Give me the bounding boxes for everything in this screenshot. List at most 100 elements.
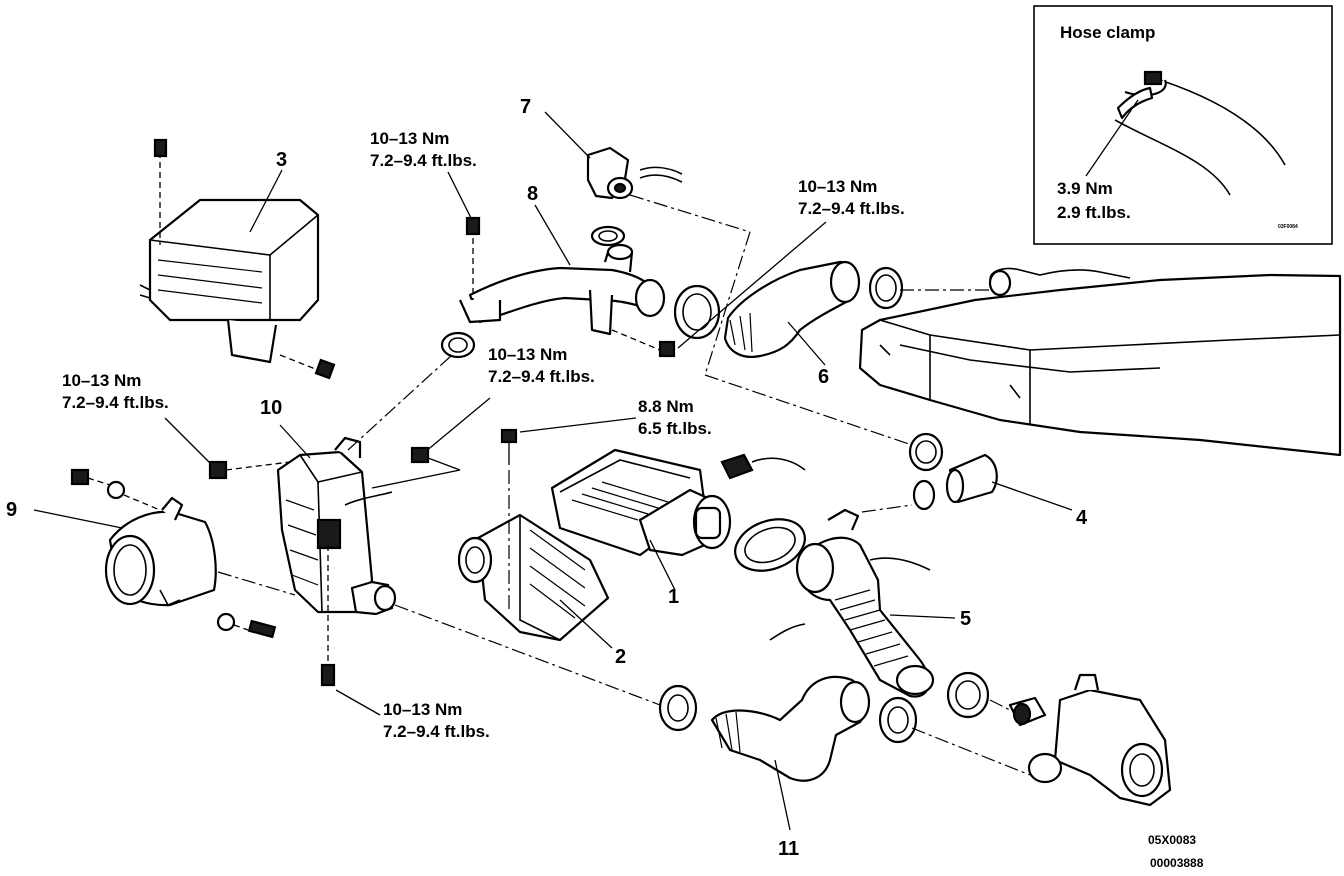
inset-torque-nm: 3.9 Nm [1057, 179, 1113, 198]
callout-leader-7 [544, 111, 591, 159]
part-number-6: 6 [818, 366, 829, 388]
callout-leader-3 [249, 169, 283, 233]
torque-leader [519, 417, 637, 433]
assembly-centerline [394, 604, 661, 706]
part-number-7: 7 [520, 96, 531, 118]
callout-leader-6 [787, 321, 826, 366]
inset-hose-lower [1114, 119, 1231, 196]
torque-nm: 10–13 Nm [798, 177, 877, 196]
assembly-centerline [704, 374, 913, 446]
assembly-centerline [629, 194, 751, 233]
torque-leader [677, 221, 827, 349]
part-7-valve: 7 [520, 96, 683, 200]
torque-ftlbs: 7.2–9.4 ft.lbs. [383, 722, 490, 741]
bolt-icon [106, 480, 161, 511]
callout-leader-2 [559, 599, 613, 649]
part-10-air-cleaner-case: 10 [260, 397, 397, 687]
hose-clamp-inset: Hose clamp 3.9 Nm 2.9 ft.lbs. 03F0084 [1033, 5, 1333, 245]
torque-leader [424, 397, 491, 453]
part-number-4: 4 [1076, 507, 1088, 529]
torque-nm: 10–13 Nm [62, 371, 141, 390]
inset-frame [1033, 5, 1333, 245]
assembly-centerline [217, 571, 296, 596]
hose-clamp-ring [946, 671, 990, 719]
bolt-icon [70, 468, 111, 486]
assembly-centerline [861, 504, 913, 513]
hose-clamp-ring [912, 479, 936, 511]
hose-clamp-ring [908, 432, 944, 472]
callout-leader-5 [889, 614, 956, 619]
hose-clamp-ring [658, 684, 698, 732]
part-9-inlet-duct: 9 [6, 468, 277, 639]
part-3-cleaner-cover: 3 [139, 138, 336, 380]
callout-leader-4 [991, 481, 1073, 511]
torque-leader [335, 689, 381, 716]
torque-ftlbs: 7.2–9.4 ft.lbs. [370, 151, 477, 170]
inset-clamp-icon [1116, 86, 1154, 120]
hose-clamp-ring [868, 266, 904, 310]
part-11-intake-hose: 11 [658, 675, 918, 860]
hose-clamp-ring [590, 225, 626, 247]
torque-label-group: 10–13 Nm 7.2–9.4 ft.lbs. [335, 689, 490, 741]
torque-label-group: 10–13 Nm 7.2–9.4 ft.lbs. [677, 177, 905, 349]
torque-ftlbs: 7.2–9.4 ft.lbs. [488, 367, 595, 386]
inset-screw-icon [1143, 70, 1163, 86]
torque-leader [164, 417, 216, 469]
torque-nm: 8.8 Nm [638, 397, 694, 416]
engine-cover [858, 267, 1342, 457]
torque-nm: 10–13 Nm [370, 129, 449, 148]
bolt-icon [279, 354, 336, 380]
bolt-icon [371, 446, 461, 489]
figure-code: 05X0083 [1148, 833, 1196, 847]
part-number-2: 2 [615, 646, 626, 668]
part-number-9: 9 [6, 499, 17, 521]
torque-nm: 10–13 Nm [488, 345, 567, 364]
figure-code: 00003888 [1150, 856, 1204, 870]
hose-clamp-ring [440, 331, 476, 359]
part-number-3: 3 [276, 149, 287, 171]
part-number-1: 1 [668, 586, 679, 608]
gasket-ring [734, 518, 806, 572]
inset-code: 03F0084 [1278, 224, 1298, 230]
bolt-icon [611, 329, 676, 358]
callout-leader-11 [774, 759, 791, 831]
part-number-11: 11 [778, 838, 799, 860]
throttle-body [946, 671, 1172, 807]
callout-leader-10 [279, 424, 311, 459]
part-number-10: 10 [260, 397, 282, 419]
part-2-air-cleaner-case: 2 [457, 513, 626, 668]
assembly-centerline [989, 699, 1011, 711]
callout-leader-1 [649, 539, 676, 591]
callout-leader-8 [534, 204, 571, 266]
bolt-icon [153, 138, 168, 245]
torque-ftlbs: 7.2–9.4 ft.lbs. [798, 199, 905, 218]
inset-title: Hose clamp [1060, 23, 1155, 42]
torque-leader [447, 171, 473, 221]
bolt-icon [216, 612, 277, 639]
torque-nm: 10–13 Nm [383, 700, 462, 719]
part-1-air-flow-sensor: 1 [550, 448, 806, 608]
bolt-icon [500, 428, 518, 610]
torque-label-group: 10–13 Nm 7.2–9.4 ft.lbs. [371, 345, 595, 489]
part-8-intake-pipe: 8 [458, 183, 676, 358]
torque-ftlbs: 7.2–9.4 ft.lbs. [62, 393, 169, 412]
bolt-icon [208, 460, 291, 480]
part-number-8: 8 [527, 183, 538, 205]
bolt-icon [465, 216, 481, 300]
assembly-centerline [347, 354, 453, 451]
hose-clamp-ring [673, 284, 721, 340]
part-4-breather-hose: 4 [908, 432, 1088, 529]
inset-torque-ftlbs: 2.9 ft.lbs. [1057, 203, 1131, 222]
torque-label-group: 10–13 Nm 7.2–9.4 ft.lbs. [370, 129, 477, 221]
part-number-5: 5 [960, 608, 971, 630]
bolt-icon [320, 545, 336, 687]
torque-label-group: 8.8 Nm 6.5 ft.lbs. [500, 397, 712, 610]
torque-ftlbs: 6.5 ft.lbs. [638, 419, 712, 438]
part-6-air-hose: 6 [673, 260, 904, 388]
hose-clamp-ring [878, 696, 918, 744]
inset-hose-upper [1159, 79, 1286, 166]
torque-label-group: 10–13 Nm 7.2–9.4 ft.lbs. [62, 371, 291, 480]
inset-leader [1085, 99, 1139, 177]
